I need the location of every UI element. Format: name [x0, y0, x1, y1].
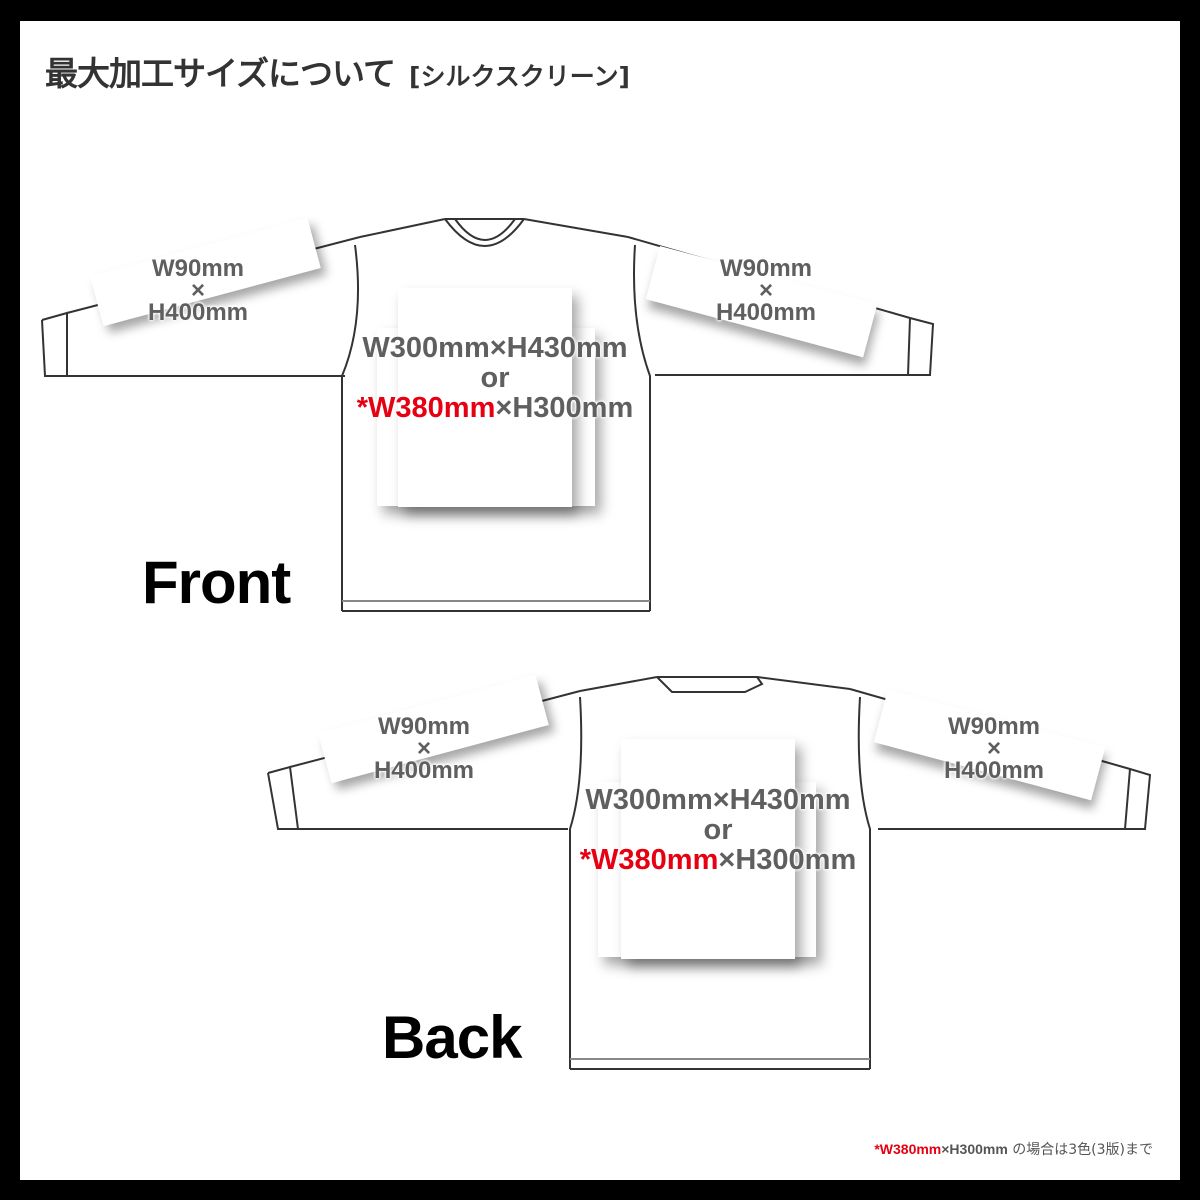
- size-guide-canvas: 最大加工サイズについて[シルクスクリーン] W: [20, 21, 1180, 1180]
- front-left-sleeve-size: W90mm × H400mm: [138, 255, 258, 326]
- body-size-or: or: [703, 814, 733, 846]
- front-right-sleeve-size: W90mm × H400mm: [706, 255, 826, 326]
- sleeve-times-text: ×: [190, 277, 205, 304]
- body-size-option-2-red: *W380mm: [579, 844, 719, 876]
- body-size-option-1: W300mm×H430mm: [362, 332, 628, 364]
- sleeve-height-text: H400mm: [943, 757, 1045, 784]
- back-body-print-area-tall: [621, 739, 795, 959]
- footnote: *W380mm×H300mm の場合は3色(3版)まで: [874, 1139, 1153, 1159]
- front-body-print-area-tall: [398, 288, 572, 507]
- sleeve-width-text: W90mm: [947, 713, 1041, 740]
- front-label: Front: [142, 549, 291, 616]
- front-shirt-outline: [41, 218, 935, 612]
- sleeve-height-text: H400mm: [147, 299, 249, 326]
- footnote-red: *W380mm: [874, 1141, 942, 1157]
- body-size-option-2: *W380mm×H300mm: [320, 393, 670, 423]
- back-label: Back: [382, 1004, 522, 1071]
- sleeve-width-text: W90mm: [151, 255, 245, 282]
- front-body-size: W300mm×H430mm or *W380mm×H300mm: [320, 333, 670, 423]
- back-left-sleeve-size: W90mm × H400mm: [364, 713, 484, 784]
- page-title: 最大加工サイズについて [シルクスクリーン]: [45, 47, 630, 95]
- body-size-option-1: W300mm×H430mm: [585, 784, 851, 816]
- title-subtitle: [シルクスクリーン]: [409, 62, 630, 91]
- sleeve-height-text: H400mm: [715, 299, 817, 326]
- sleeve-height-text: H400mm: [373, 757, 475, 784]
- sleeve-times-text: ×: [416, 735, 431, 762]
- body-size-or: or: [480, 362, 510, 394]
- title-text: 最大加工サイズについて: [45, 54, 396, 93]
- body-size-option-2-rest: ×H300mm: [495, 392, 634, 424]
- body-size-option-2: *W380mm×H300mm: [543, 845, 893, 875]
- back-body-size: W300mm×H430mm or *W380mm×H300mm: [543, 785, 893, 875]
- sleeve-width-text: W90mm: [719, 255, 813, 282]
- footnote-size: ×H300mm: [941, 1141, 1008, 1157]
- back-right-sleeve-size: W90mm × H400mm: [934, 713, 1054, 784]
- back-shirt-outline: [267, 676, 1152, 1070]
- sleeve-times-text: ×: [758, 277, 773, 304]
- sleeve-times-text: ×: [986, 735, 1001, 762]
- body-size-option-2-rest: ×H300mm: [718, 844, 857, 876]
- footnote-note: の場合は3色(3版)まで: [1007, 1142, 1153, 1158]
- body-size-option-2-red: *W380mm: [356, 392, 496, 424]
- sleeve-width-text: W90mm: [377, 713, 471, 740]
